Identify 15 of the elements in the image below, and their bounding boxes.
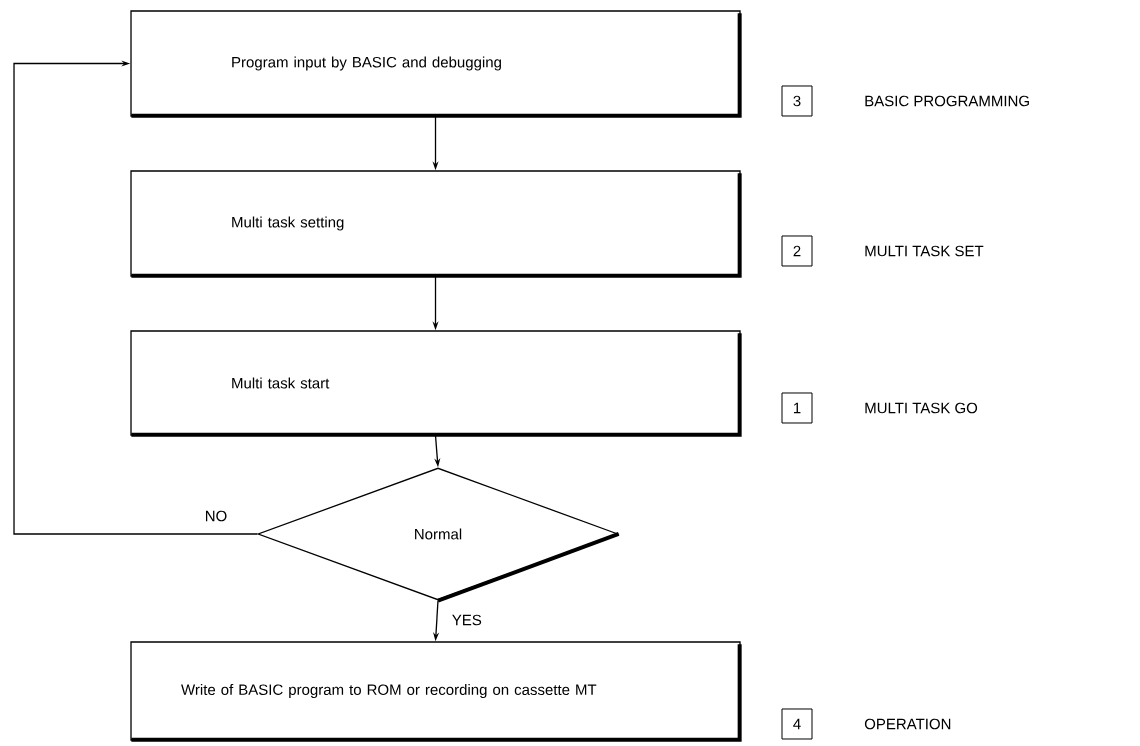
edge-label: NO [206, 510, 227, 522]
process-box: Write of BASIC program to ROM or recording on cassette MT [130, 641, 742, 742]
process-box: Multi task start [130, 330, 742, 437]
callout-number: 3 [781, 85, 813, 117]
process-box: Program input by BASIC and debugging [130, 10, 742, 118]
callout-number: 4 [781, 708, 813, 740]
step-name: BASIC PROGRAMMING [865, 95, 1029, 107]
step-name: MULTI TASK GO [865, 402, 978, 414]
callout-number: 1 [781, 392, 813, 424]
step-name: OPERATION [864, 718, 951, 730]
process-box: Multi task setting [130, 170, 742, 278]
step-name: MULTI TASK SET [865, 245, 984, 257]
arrow [13, 60, 258, 535]
callout-number: 2 [781, 235, 813, 267]
edge-label: YES [452, 614, 482, 626]
